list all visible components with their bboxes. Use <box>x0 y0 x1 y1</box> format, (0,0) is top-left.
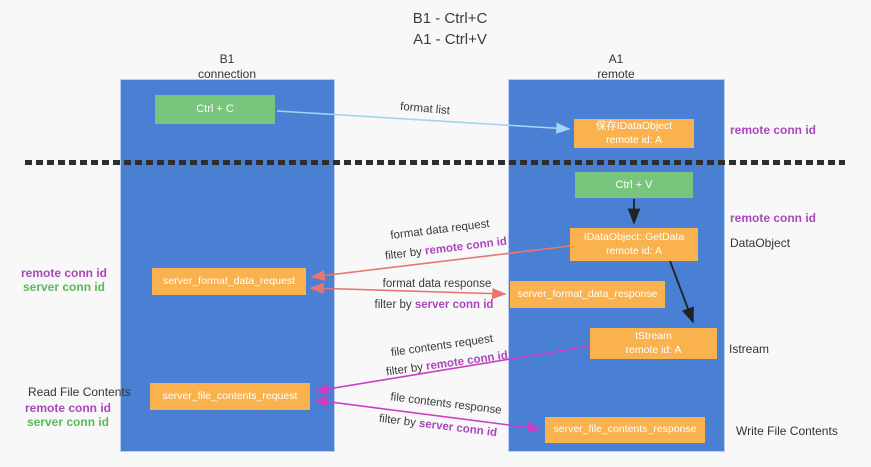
lane-header-a1-line1: A1 <box>608 52 624 66</box>
remote-conn-id-text: remote conn id <box>424 235 508 258</box>
node-server-format-data-response: server_format_data_response <box>510 281 665 308</box>
getdata-line1: IDataObject::GetData <box>583 230 685 243</box>
arrow-label-file-contents-response: file contents response <box>389 391 503 417</box>
filter-by-text: filter by <box>384 245 426 263</box>
ctrl-c-label: Ctrl + C <box>196 103 234 116</box>
right-label-remote-conn-id-1: remote conn id <box>730 123 817 137</box>
save-idataobject-line2: remote id: A <box>605 133 663 146</box>
phase-divider-dashed-line <box>25 160 845 165</box>
diagram-title: B1 - Ctrl+C A1 - Ctrl+V <box>350 8 550 51</box>
server-file-contents-request-label: server_file_contents_request <box>162 389 298 402</box>
lane-header-b1-line1: B1 <box>219 52 235 66</box>
filter-by-text: filter by <box>385 360 427 379</box>
istream-line2: remote id: A <box>625 343 682 356</box>
node-server-file-contents-response: server_file_contents_response <box>545 417 705 443</box>
node-ctrl-v: Ctrl + V <box>575 172 693 198</box>
istream-line1: IStream <box>635 329 672 342</box>
right-label-dataobject: DataObject <box>730 236 791 250</box>
node-ctrl-c: Ctrl + C <box>155 95 275 124</box>
arrow-label-format-data-response: format data response <box>382 278 492 290</box>
node-istream: IStream remote id: A <box>590 328 717 359</box>
remote-conn-id-text: remote conn id <box>425 349 509 373</box>
ctrl-v-label: Ctrl + V <box>615 178 653 191</box>
filter-by-text: filter by <box>378 412 420 430</box>
node-server-format-data-request: server_format_data_request <box>152 268 306 295</box>
left-remote-conn-id-1: remote conn id <box>20 266 107 280</box>
right-label-istream: Istream <box>729 342 770 356</box>
arrow-label-format-list: format list <box>399 100 451 118</box>
node-server-file-contents-request: server_file_contents_request <box>150 383 310 410</box>
left-server-conn-id-2: server conn id <box>26 415 110 430</box>
right-label-remote-conn-id-2: remote conn id <box>730 211 817 225</box>
server-file-contents-response-label: server_file_contents_response <box>553 423 697 436</box>
server-conn-id-text: server conn id <box>418 417 498 440</box>
arrow-label-filter-by-server-1: filter by server conn id <box>375 299 494 311</box>
left-server-conn-id-1: server conn id <box>22 280 106 295</box>
title-line-1: B1 - Ctrl+C <box>412 10 488 27</box>
node-save-idataobject: 保存IDataObject remote id: A <box>574 119 694 148</box>
lane-header-a1-line2: remote <box>597 67 635 81</box>
title-line-2: A1 - Ctrl+V <box>413 31 487 49</box>
lane-header-b1: B1 connection <box>147 52 307 82</box>
arrow-label-filter-by-server-2: filter by server conn id <box>378 413 497 439</box>
lane-header-b1-line2: connection <box>197 67 257 81</box>
left-label-conn-ids-2: remote conn id server conn id <box>22 401 114 430</box>
server-format-data-response-label: server_format_data_response <box>517 287 658 300</box>
left-label-read-file-contents: Read File Contents <box>28 385 131 399</box>
left-remote-conn-id-2: remote conn id <box>24 401 111 415</box>
server-conn-id-text: server conn id <box>414 299 494 311</box>
lane-header-a1: A1 remote <box>536 52 696 82</box>
server-format-data-request-label: server_format_data_request <box>163 274 295 287</box>
left-label-conn-ids-1: remote conn id server conn id <box>18 266 110 295</box>
right-label-write-file-contents: Write File Contents <box>736 424 838 438</box>
getdata-line2: remote id: A <box>605 244 663 257</box>
filter-by-text: filter by <box>374 299 415 311</box>
save-idataobject-line1: 保存IDataObject <box>595 119 673 132</box>
node-idataobject-getdata: IDataObject::GetData remote id: A <box>570 228 698 261</box>
